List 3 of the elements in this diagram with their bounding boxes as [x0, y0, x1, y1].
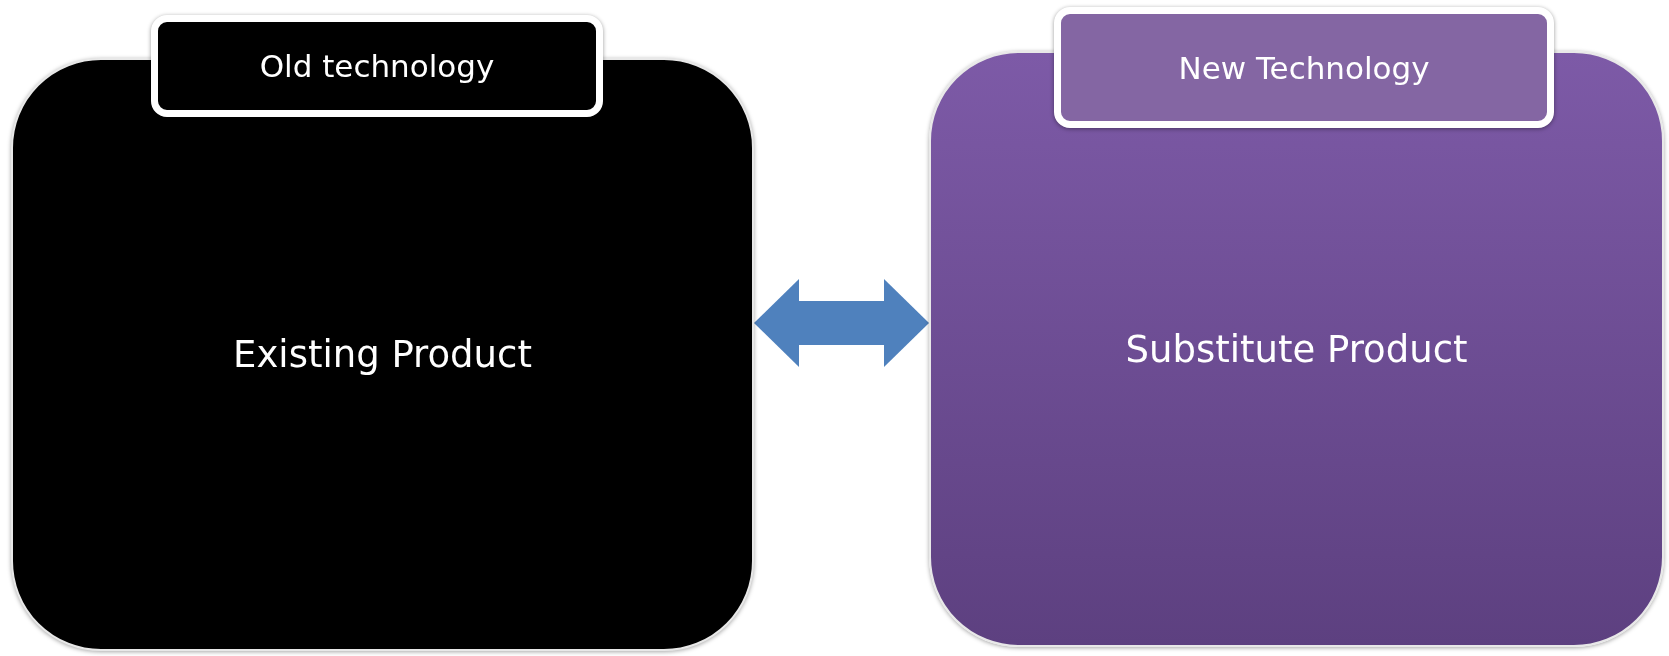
- panel-label: Existing Product: [233, 333, 532, 376]
- double-arrow: [754, 279, 929, 367]
- panel-label: Substitute Product: [1125, 327, 1468, 371]
